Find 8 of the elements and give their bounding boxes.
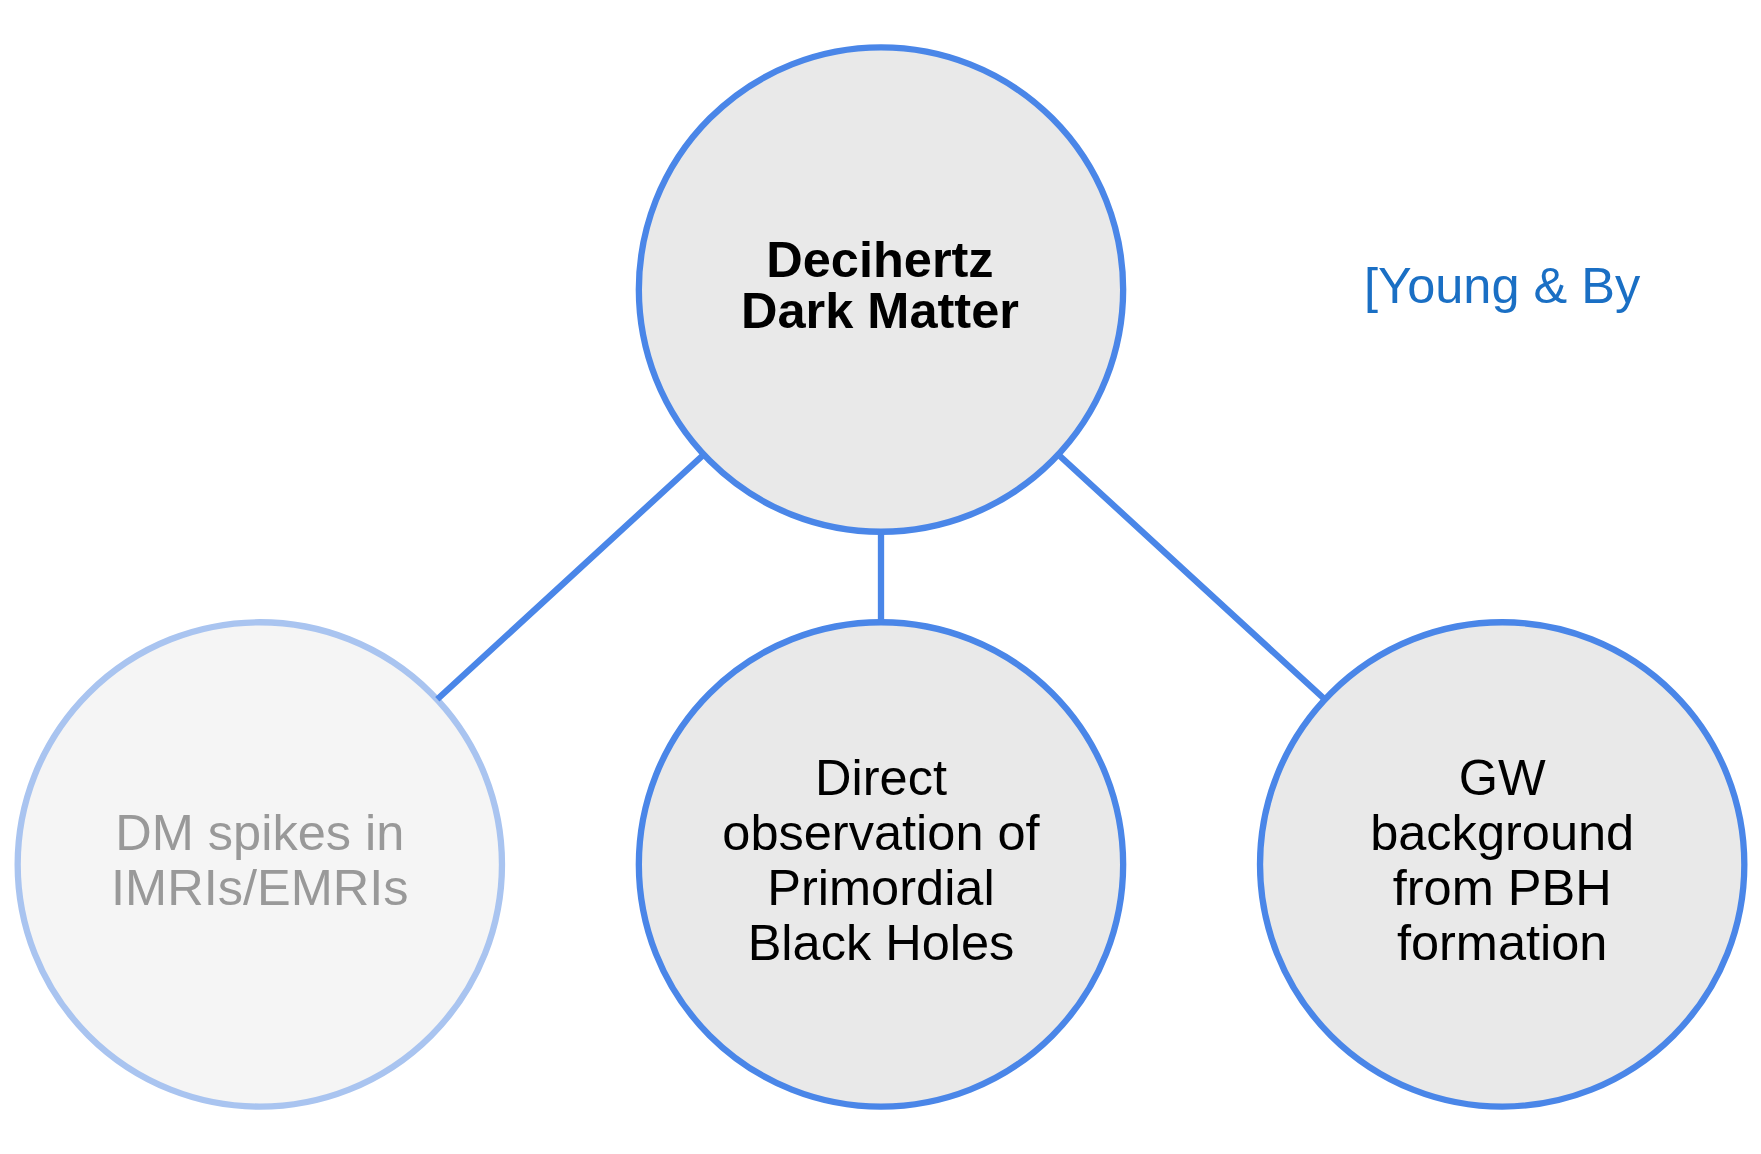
connector xyxy=(1056,452,1327,702)
connector xyxy=(434,452,705,702)
node-circle: GW background from PBH formation xyxy=(1256,619,1747,1110)
node-circle: Decihertz Dark Matter xyxy=(635,44,1126,535)
node-circle: Direct observation of Primordial Black Holes xyxy=(635,619,1126,1110)
node-circle: DM spikes in IMRIs/EMRIs xyxy=(14,619,505,1110)
label: [Young & By xyxy=(1363,256,1640,314)
connector xyxy=(877,532,884,623)
